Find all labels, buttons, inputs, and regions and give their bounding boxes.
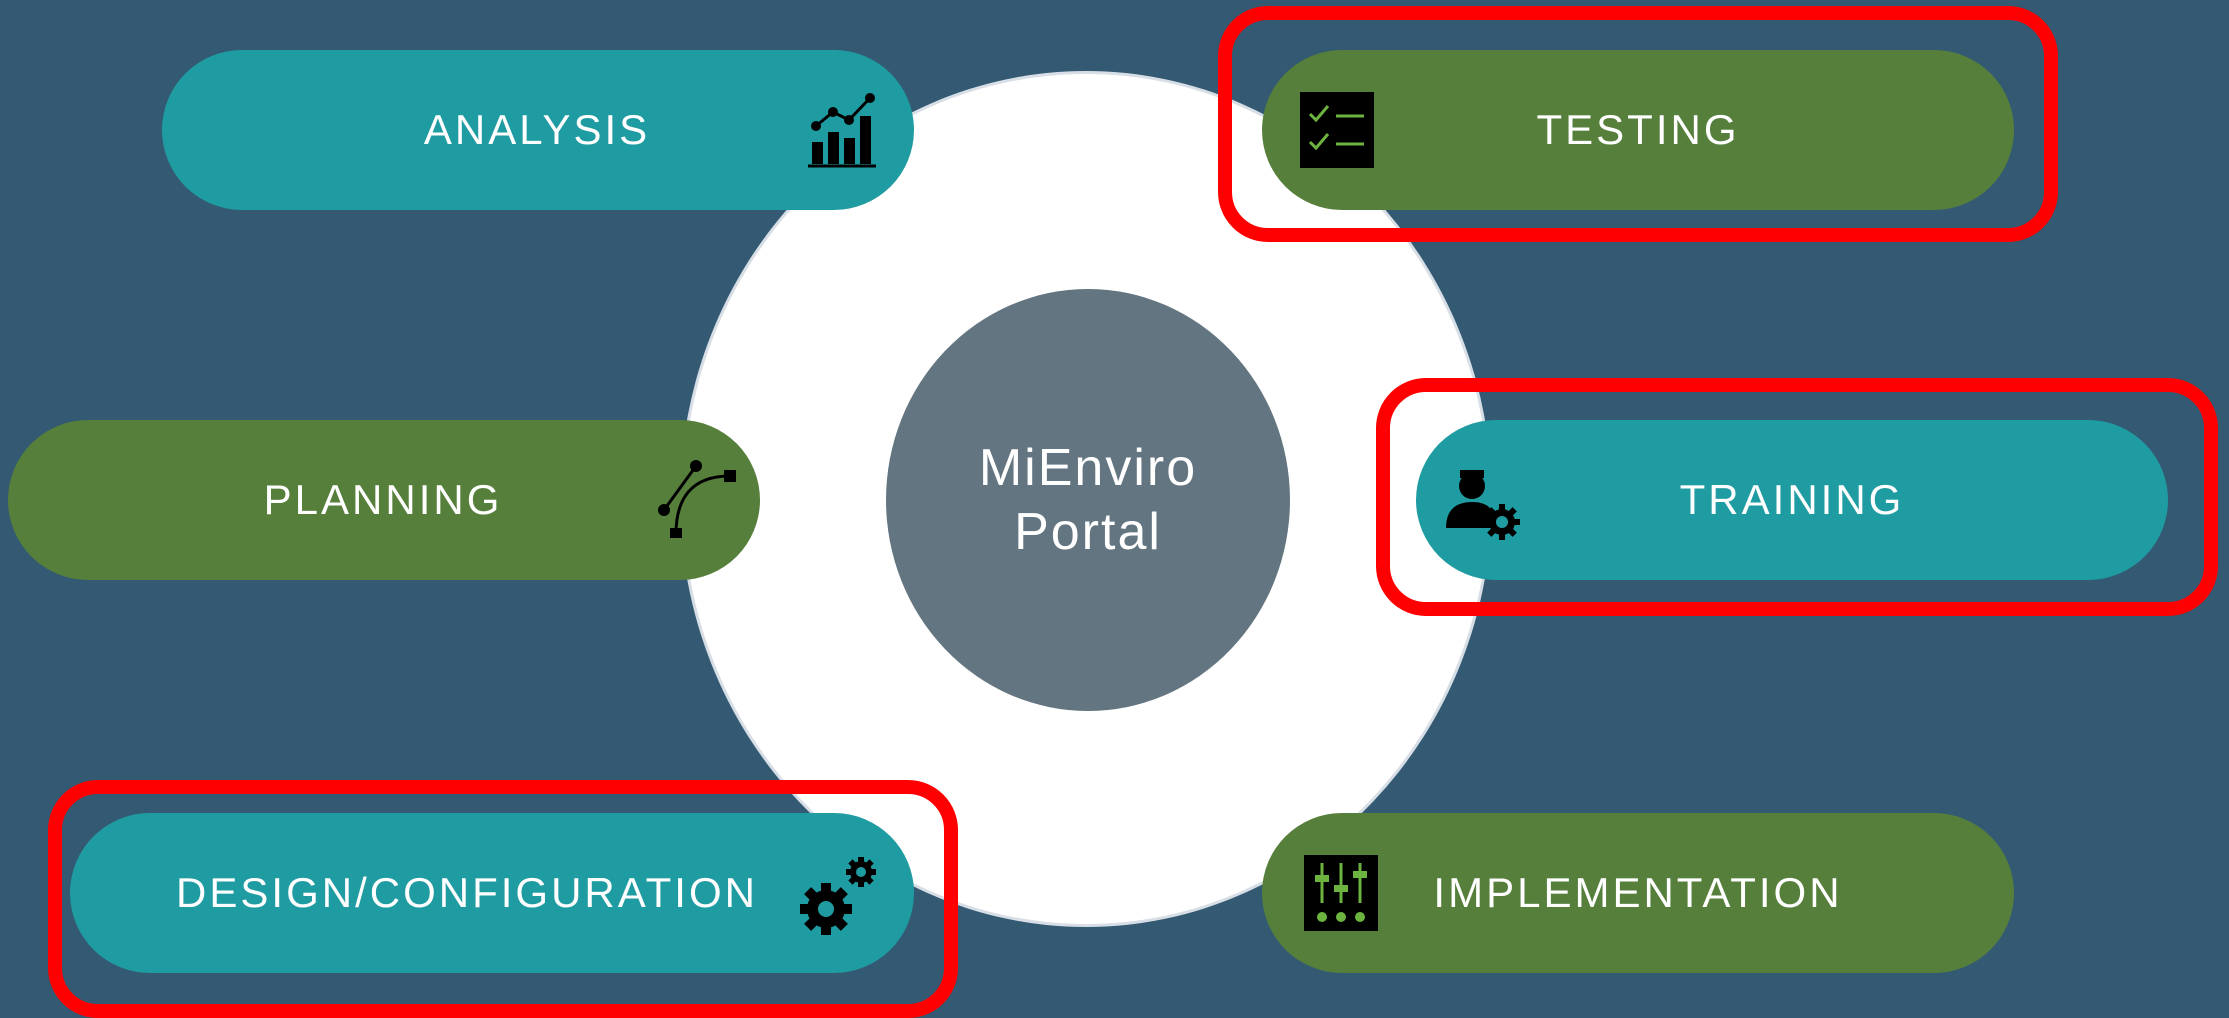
stage-design-configuration[interactable]: DESIGN/CONFIGURATION — [70, 813, 914, 973]
center-title-line1: MiEnviro — [978, 439, 1198, 497]
stage-training-label: TRAINING — [1679, 476, 1905, 523]
bar-chart-trend-icon — [808, 93, 876, 168]
gears-icon — [800, 857, 876, 935]
user-gear-icon — [1446, 470, 1520, 540]
stage-implementation[interactable]: IMPLEMENTATION — [1262, 813, 2014, 973]
stage-analysis[interactable]: ANALYSIS — [162, 50, 914, 210]
bezier-path-icon — [658, 460, 736, 538]
center-title-line2: Portal — [1014, 503, 1162, 561]
stage-planning[interactable]: PLANNING — [8, 420, 760, 580]
stage-testing[interactable]: TESTING — [1262, 50, 2014, 210]
center-hub: MiEnviro Portal — [886, 289, 1290, 711]
sliders-icon — [1304, 855, 1378, 931]
stage-training[interactable]: TRAINING — [1416, 420, 2168, 580]
stage-planning-label: PLANNING — [263, 476, 503, 523]
stage-testing-label: TESTING — [1536, 106, 1740, 153]
stage-implementation-label: IMPLEMENTATION — [1433, 869, 1843, 916]
stage-analysis-label: ANALYSIS — [423, 106, 651, 153]
stage-design-configuration-label: DESIGN/CONFIGURATION — [176, 869, 758, 916]
checklist-icon — [1300, 92, 1374, 168]
